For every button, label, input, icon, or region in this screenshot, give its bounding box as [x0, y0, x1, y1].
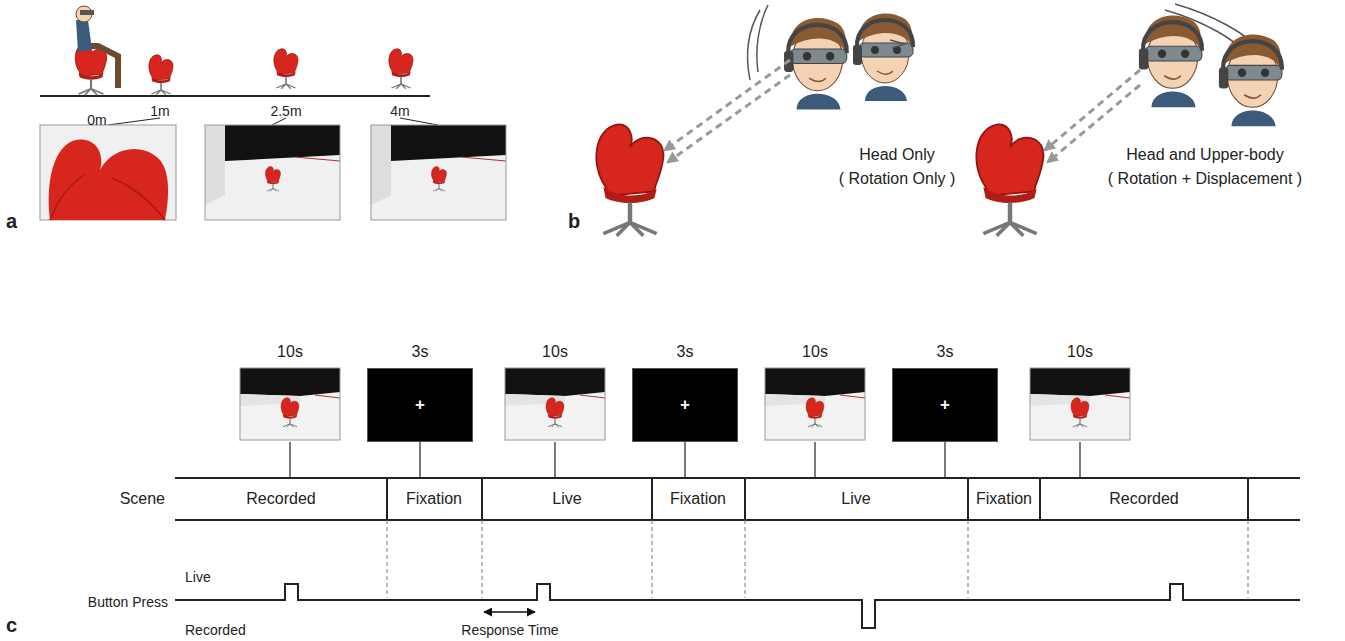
text-label: 0m	[87, 112, 106, 128]
text-label: 10s	[277, 343, 303, 361]
text-label: Fixation	[406, 490, 462, 508]
fixation-screen: +	[892, 368, 998, 442]
text-label: Live	[841, 490, 870, 508]
fixation-screen: +	[367, 368, 473, 442]
text-label: Head and Upper-body	[1126, 146, 1283, 164]
text-label: Button Press	[88, 594, 168, 610]
fixation-cross: +	[940, 395, 950, 415]
text-label: 10s	[1067, 343, 1093, 361]
text-label: 1m	[150, 103, 169, 119]
panel-letter: c	[6, 614, 17, 637]
text-label: 4m	[390, 103, 409, 119]
panel-letter: b	[568, 210, 580, 233]
text-label: 10s	[802, 343, 828, 361]
text-label: ( Rotation Only )	[839, 170, 955, 188]
text-label: 3s	[677, 343, 694, 361]
text-label: Recorded	[1109, 490, 1178, 508]
text-label: Fixation	[670, 490, 726, 508]
text-label: 3s	[412, 343, 429, 361]
text-label: Live	[552, 490, 581, 508]
fixation-cross: +	[680, 395, 690, 415]
text-label: Fixation	[976, 490, 1032, 508]
text-label: Response Time	[461, 622, 558, 638]
text-label: ( Rotation + Displacement )	[1108, 170, 1302, 188]
text-label: Scene	[120, 490, 165, 508]
text-label: 10s	[542, 343, 568, 361]
fixation-cross: +	[415, 395, 425, 415]
panel-letter: a	[6, 210, 17, 233]
fixation-screen: +	[632, 368, 738, 442]
text-label: 2.5m	[270, 103, 301, 119]
text-label: Head Only	[859, 146, 935, 164]
text-label: Recorded	[185, 622, 246, 638]
text-label: 3s	[937, 343, 954, 361]
text-label: Live	[185, 569, 211, 585]
text-label: Recorded	[246, 490, 315, 508]
